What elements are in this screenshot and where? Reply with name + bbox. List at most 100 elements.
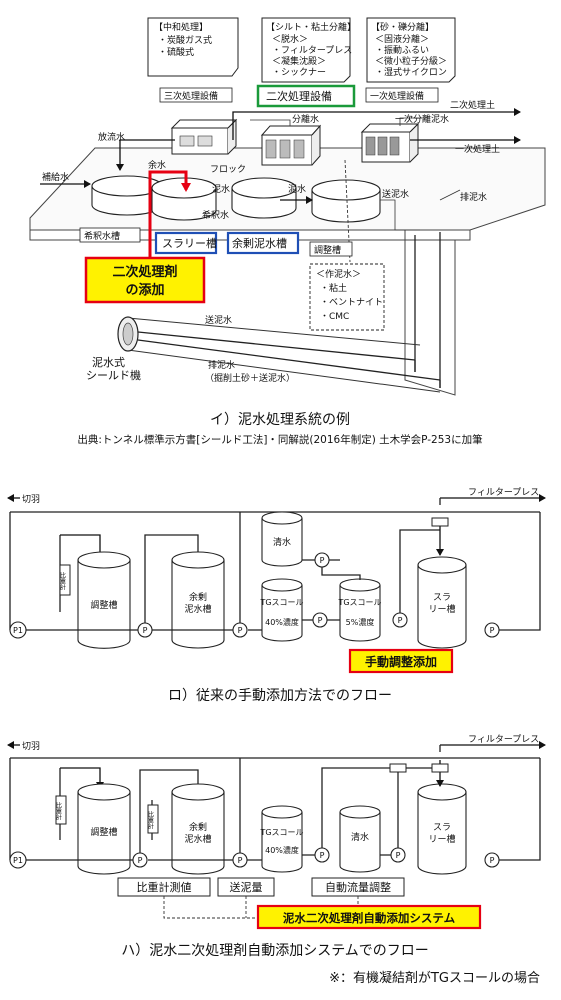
section-2-manual-flow: 切羽 フィルタープレス 比重計 調整槽 余剰 泥水槽 清水 TGスコ: [6, 487, 546, 704]
pump-label: P1: [13, 856, 23, 865]
tank-surplus-label-1: 余剰: [189, 591, 207, 603]
mixer-3: [431, 763, 449, 773]
tank-tg5-label-1: TGスコール: [337, 598, 381, 607]
caption-section-1: イ）泥水処理系統の例: [210, 412, 350, 428]
equipment-secondary: [260, 124, 322, 166]
mud-making-item: ・ベントナイト: [320, 297, 383, 308]
label-shield-1: 泥水式: [92, 356, 125, 369]
tank-surplus-label-3a: 余剰: [189, 821, 207, 833]
pump-3e: P: [484, 852, 500, 868]
pump-3a: P: [132, 852, 148, 868]
label-secondary-soil: 二次処理土: [450, 99, 495, 111]
pump-2b: P: [232, 622, 248, 638]
shield-tunnel: [117, 316, 441, 393]
pump-p1-3: P1: [9, 851, 27, 869]
label-floc: フロック: [210, 164, 246, 175]
tank-tg40-label-3a: TGスコール: [259, 828, 303, 837]
equipment-tertiary: [170, 118, 238, 155]
box-silt-item: ・シックナー: [272, 67, 326, 78]
tank-slurry-label-1: スラ: [433, 592, 451, 603]
tank-water-2: 清水: [261, 511, 303, 567]
box-sand-item: ＜微小粒子分級＞: [375, 55, 447, 67]
label-discharge: 放流水: [98, 131, 125, 143]
box-silt-item: ・フィルタープレス: [272, 45, 352, 56]
tank-water-label-3: 清水: [351, 831, 369, 843]
label-send-mud-lower: 送泥水: [205, 314, 232, 326]
source-citation: 出典:トンネル標準示方書[シールド工法]・同解説(2016年制定) 土木学会P-…: [77, 433, 482, 446]
pump-label: P: [318, 616, 323, 625]
slurry-tank-highlight: [154, 231, 218, 255]
line-discharge: [116, 139, 175, 171]
box-neutral-item: ・炭酸ガス式: [158, 34, 212, 46]
label-shield-2: シールド機: [86, 368, 141, 382]
pump-label: P: [490, 856, 495, 865]
box-sand-item: ・湿式サイクロン: [375, 66, 447, 78]
tank-tg5-label-2: 5%濃度: [346, 617, 375, 627]
label-mud-1: 泥水: [212, 183, 230, 195]
box-neutral-treatment: 【中和処理】 ・炭酸ガス式 ・硫酸式: [147, 17, 239, 77]
agent-addition-label-1: 二次処理剤: [112, 264, 177, 280]
label-filter-press-3: フィルタープレス: [468, 734, 539, 745]
tank-adjust-2: 調整槽: [77, 551, 131, 649]
pump-label: P: [138, 856, 143, 865]
tank-surplus-label-3b: 泥水槽: [184, 833, 211, 845]
vertical-shaft: [404, 230, 456, 396]
agent-injection-arrow: [148, 170, 191, 258]
tank-adjust: [311, 179, 381, 223]
pump-label: P: [143, 626, 148, 635]
manual-addition-box: [348, 648, 454, 674]
mud-making-item: ・CMC: [320, 312, 349, 322]
manual-addition-label: 手動調整添加: [365, 654, 437, 669]
agent-addition-box: [84, 256, 206, 304]
tank-tg5-2: TGスコール 5%濃度: [337, 578, 382, 642]
label-density-measurement: 比重計測値: [137, 880, 192, 894]
pump-p1-2: P1: [9, 621, 27, 639]
mud-making-item: ・粘土: [320, 282, 347, 294]
pump-2c: P: [314, 552, 330, 568]
tank-surplus-label-2: 泥水槽: [184, 603, 211, 615]
label-dilution-water: 希釈水: [202, 209, 229, 221]
label-drain-mud-lower: 排泥水: [208, 359, 235, 371]
label-kiriha: 切羽: [22, 494, 40, 505]
label-slurry-tank: スラリー槽: [162, 237, 217, 250]
tank-slurry-label-3b: リー槽: [428, 833, 455, 845]
label-separated-water: 分離水: [292, 113, 319, 125]
label-supply-water: 補給水: [42, 171, 69, 183]
label-secondary-facility: 二次処理設備: [266, 89, 332, 103]
tank-surplus-3: 余剰 泥水槽: [171, 783, 225, 875]
meter-label-3b: 比重計: [147, 810, 154, 830]
secondary-facility-highlight: [256, 84, 356, 108]
caption-section-2: ロ）従来の手動添加方法でのフロー: [168, 688, 392, 704]
tank-tg40-label-1: TGスコール: [259, 598, 303, 607]
tank-adjust-label-3: 調整槽: [90, 826, 117, 838]
tank-slurry-label-3a: スラ: [433, 822, 451, 833]
meter-label-3a: 比重計: [55, 801, 62, 821]
section-1-system-diagram: 【中和処理】 ・炭酸ガス式 ・硫酸式 【シルト・粘土分離】 ＜脱水＞ ・フィルタ…: [29, 17, 546, 446]
tank-slurry-2: スラ リー槽: [417, 556, 467, 649]
meter-label: 比重計: [59, 571, 66, 591]
label-surplus-tank: 余剰泥水槽: [232, 236, 287, 250]
pump-label: P: [320, 851, 325, 860]
line-secondary-soil: [232, 108, 521, 140]
pump-2e: P: [392, 612, 408, 628]
flowmeter-3: [389, 763, 407, 773]
pump-label: P: [238, 856, 243, 865]
mud-making-title: ＜作泥水＞: [316, 268, 361, 280]
label-primary-soil: 一次処理土: [455, 143, 500, 155]
tank-slurry-3: スラ リー槽: [417, 783, 467, 875]
agent-addition-label-2: の添加: [125, 282, 164, 298]
label-adjust-tank: 調整槽: [314, 244, 341, 256]
label-tertiary-facility: 三次処理設備: [164, 90, 218, 102]
pump-2d: P: [312, 612, 328, 628]
section-3-auto-flow: 切羽 フィルタープレス 比重計 比重計 調整槽 余剰 泥水槽 TGスコール 40…: [6, 734, 546, 986]
mixer-2: [431, 517, 449, 527]
tank-tg40-label-3b: 40%濃度: [265, 845, 299, 855]
tank-water-label: 清水: [273, 536, 291, 548]
label-surplus-water: 余水: [148, 159, 166, 171]
pump-2f: P: [484, 622, 500, 638]
label-filter-press: フィルタープレス: [468, 487, 539, 498]
tank-tg40-3: TGスコール 40%濃度: [259, 805, 304, 873]
label-kiriha-3: 切羽: [22, 741, 40, 752]
label-drain-note: （掘削土砂＋送泥水）: [205, 372, 295, 384]
